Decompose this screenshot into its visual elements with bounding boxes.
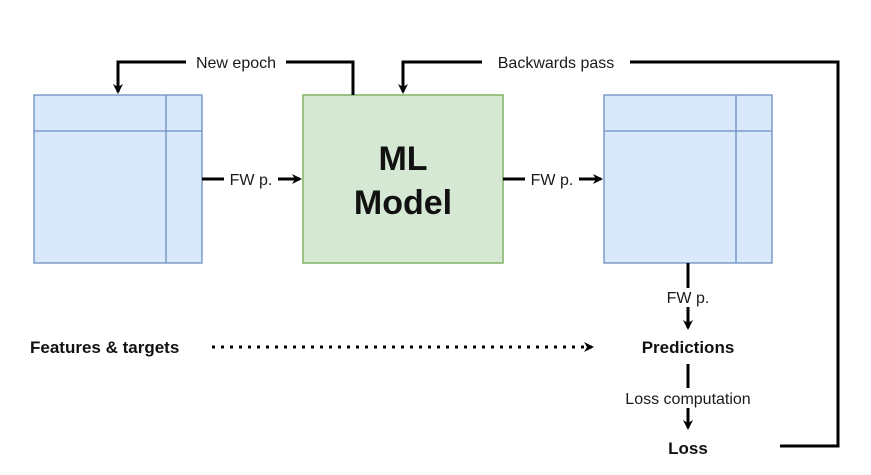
loss-node: Loss — [668, 439, 708, 458]
fw-input-to-model-label: FW p. — [230, 172, 273, 189]
ml-model-box: ML Model — [302, 94, 504, 264]
output-data-table — [603, 94, 773, 264]
backwards-pass-label: Backwards pass — [498, 55, 615, 72]
fw-model-to-output-label: FW p. — [531, 172, 574, 189]
ml-model-label-line2: Model — [354, 184, 452, 222]
ml-model-rect — [302, 94, 504, 264]
backwards-pass-arrow — [398, 60, 840, 448]
loss-computation-label: Loss computation — [625, 391, 750, 408]
input-data-table — [33, 94, 203, 264]
ml-model-label-line1: ML — [378, 140, 427, 178]
features-targets-node: Features & targets — [30, 338, 179, 357]
new-epoch-label: New epoch — [196, 55, 276, 72]
fw-output-to-predictions-label: FW p. — [667, 290, 710, 307]
predictions-node: Predictions — [642, 338, 735, 357]
